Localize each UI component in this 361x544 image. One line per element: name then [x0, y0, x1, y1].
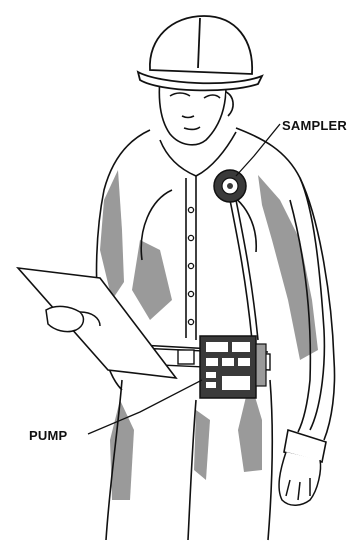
- shirt-buttons: [188, 207, 193, 324]
- pump-label: PUMP: [29, 428, 67, 443]
- right-arm: [284, 178, 335, 462]
- sampler-label: SAMPLER: [282, 118, 347, 133]
- hand: [279, 452, 320, 505]
- hard-hat: [138, 16, 262, 90]
- sampler-device: [214, 170, 246, 202]
- pump-device: [200, 336, 266, 398]
- sampler-tube: [230, 200, 258, 340]
